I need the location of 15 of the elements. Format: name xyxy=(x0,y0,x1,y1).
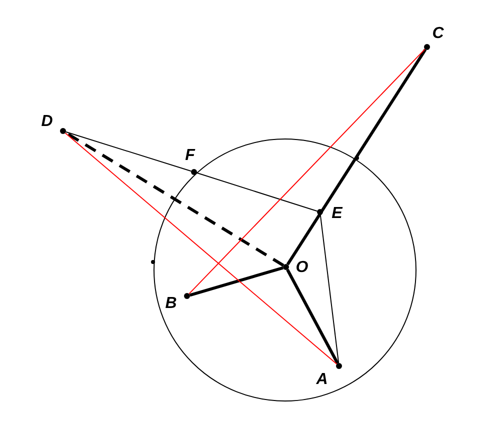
point-label: B xyxy=(165,296,177,312)
line-segment xyxy=(196,172,318,212)
line-segment xyxy=(286,48,427,266)
line-segment xyxy=(64,132,338,365)
line-segment xyxy=(188,48,426,294)
point-label: A xyxy=(316,372,328,388)
line-segment xyxy=(286,268,339,364)
point-label: O xyxy=(296,260,308,276)
line-segment xyxy=(65,131,192,172)
point-label: E xyxy=(332,206,342,222)
line-segment xyxy=(189,266,284,297)
point-label: C xyxy=(432,26,444,42)
point-label: D xyxy=(41,114,53,130)
line-segment xyxy=(320,214,340,364)
point-label: F xyxy=(185,148,195,164)
